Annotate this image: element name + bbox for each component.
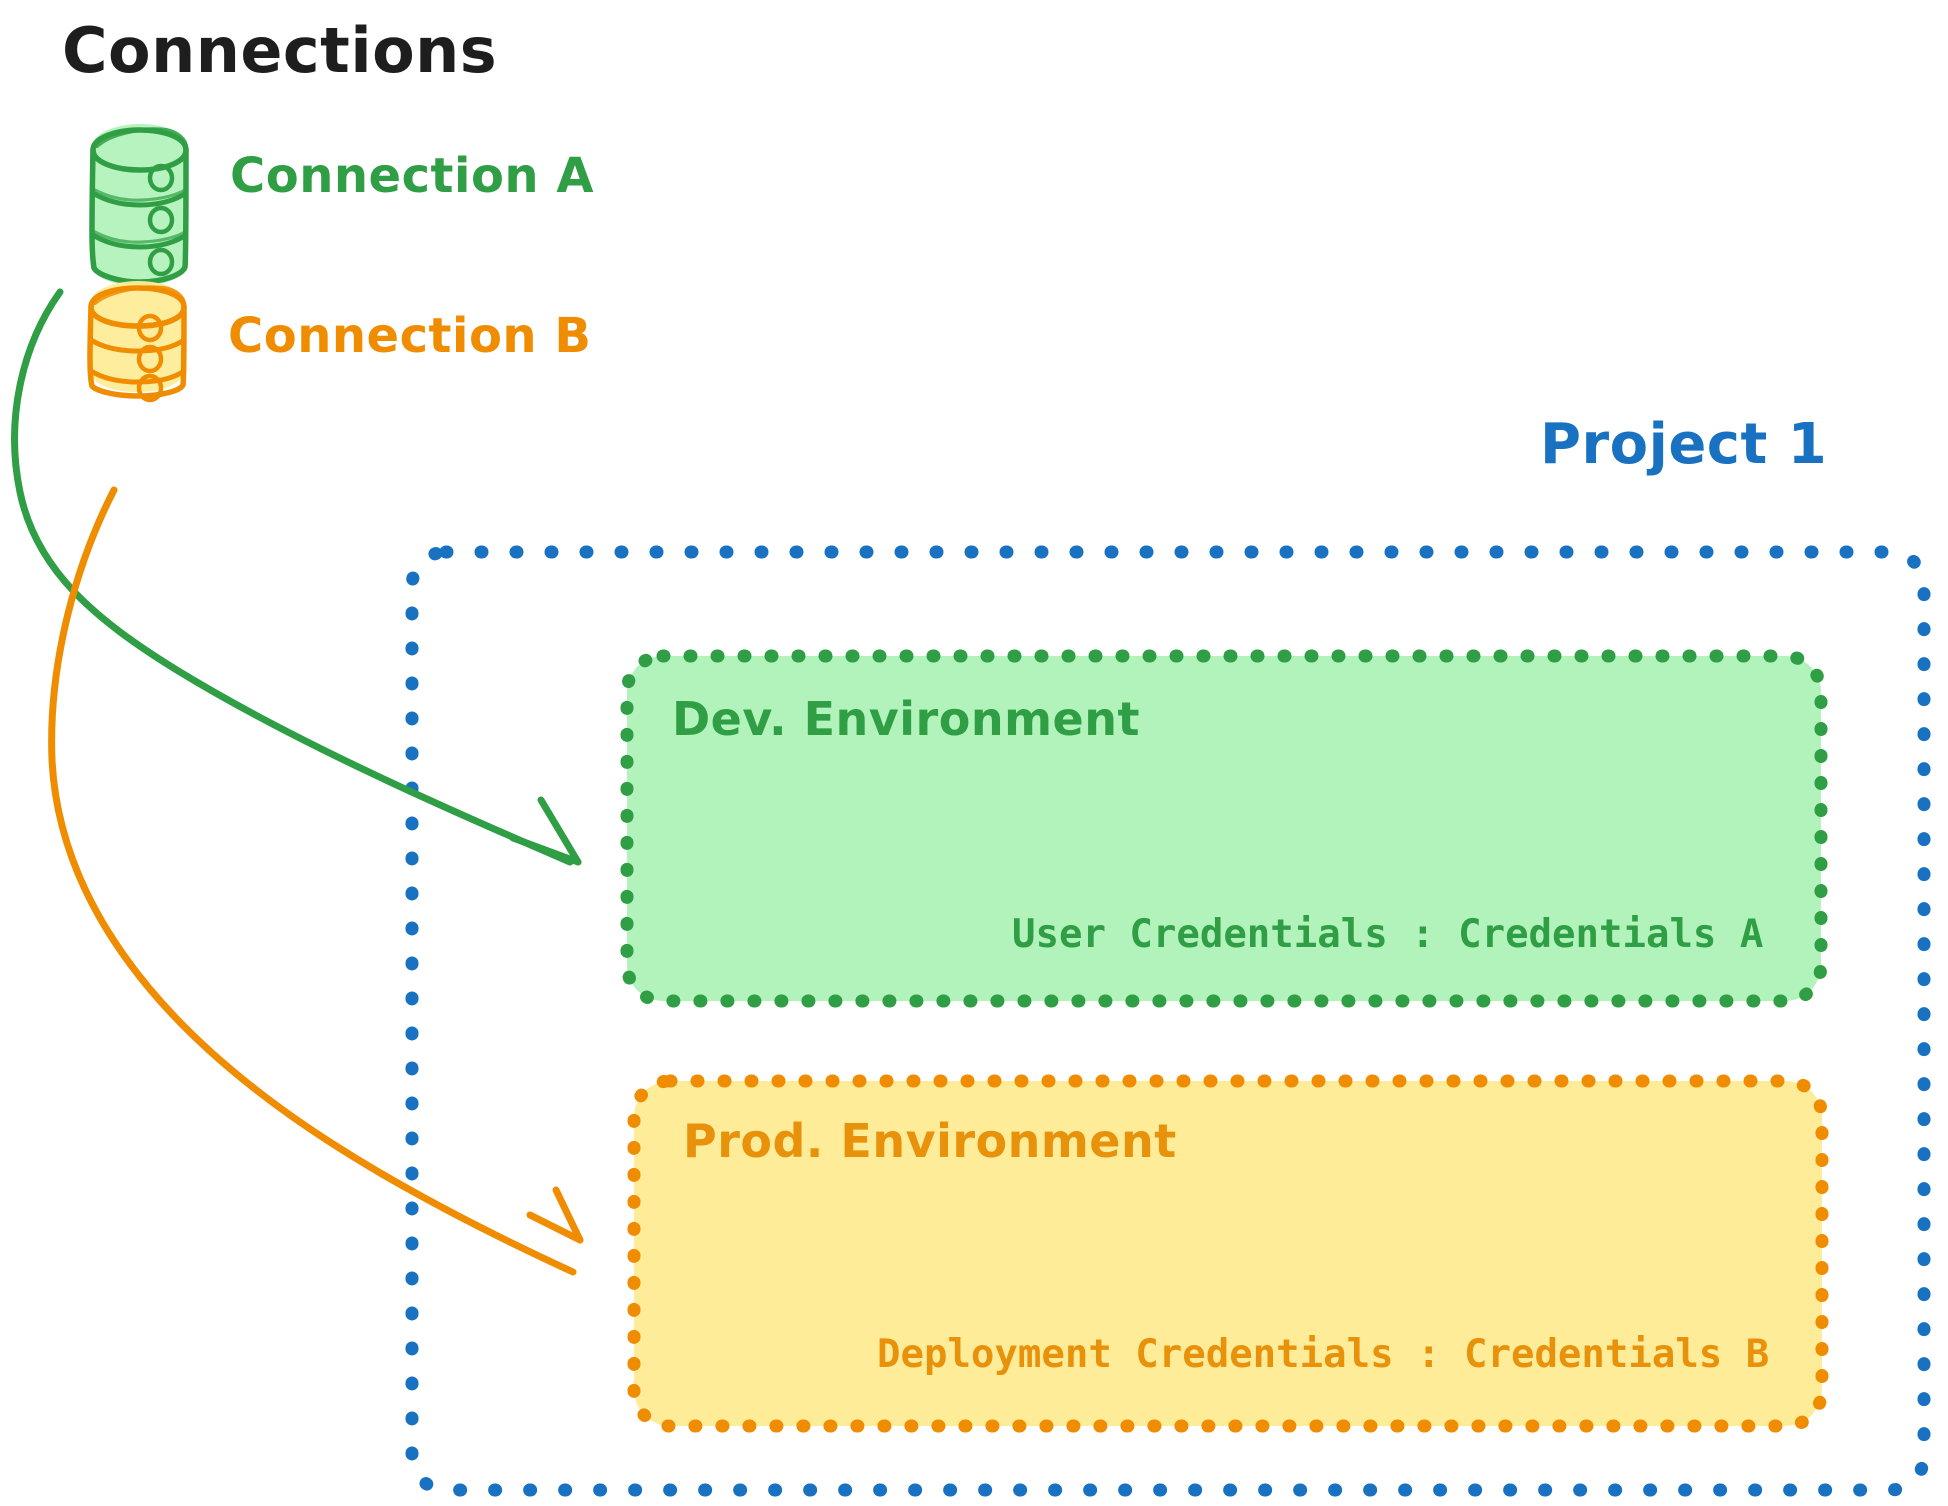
prod-environment-credentials: Deployment Credentials : Credentials B <box>877 1332 1770 1377</box>
project-border <box>405 545 1931 1497</box>
connection-b-label[interactable]: Connection B <box>228 308 592 364</box>
dev-environment-box[interactable] <box>620 649 1828 1008</box>
dev-environment-border <box>620 649 1828 1008</box>
db-a-top <box>90 127 189 173</box>
db-a-body <box>89 147 189 285</box>
prod-environment-box[interactable] <box>627 1074 1829 1433</box>
db-a-divider-1b <box>93 188 187 202</box>
project-title: Project 1 <box>1540 412 1828 477</box>
db-b-top <box>88 285 187 329</box>
db-b-led-1 <box>136 313 164 343</box>
project-container[interactable] <box>405 545 1931 1497</box>
arrow-a-head-lower <box>509 834 582 866</box>
connection-a-label[interactable]: Connection A <box>230 148 594 204</box>
db-b-top-sketch <box>93 285 186 306</box>
db-a-led-1 <box>147 163 175 193</box>
db-b-led-2 <box>136 344 164 374</box>
prod-environment-title: Prod. Environment <box>683 1114 1177 1168</box>
page-title: Connections <box>62 14 498 87</box>
db-a-divider-1 <box>90 190 189 208</box>
db-a-led-3 <box>147 247 175 277</box>
arrow-connection-a-to-dev <box>11 288 582 866</box>
db-a-top-sketch <box>95 127 188 149</box>
arrow-b-head-upper <box>552 1186 584 1244</box>
arrow-b-path <box>48 486 577 1276</box>
dev-environment-credentials: User Credentials : Credentials A <box>1012 912 1764 957</box>
database-icon-connection-b[interactable] <box>87 281 187 403</box>
arrow-a-path <box>11 288 574 866</box>
db-b-divider-1 <box>88 337 187 354</box>
dev-environment-title: Dev. Environment <box>672 692 1140 746</box>
arrow-b-head-lower <box>526 1211 584 1244</box>
db-b-body <box>87 304 187 399</box>
db-b-led-3 <box>136 373 164 403</box>
prod-environment-border <box>627 1074 1829 1433</box>
db-a-divider-2b <box>93 230 187 244</box>
prod-environment-fill <box>634 1081 1822 1426</box>
arrow-a-head-upper <box>537 796 582 866</box>
database-icon-connection-a[interactable] <box>89 124 189 286</box>
arrow-connection-b-to-prod <box>48 486 584 1276</box>
db-a-divider-2 <box>90 232 189 250</box>
db-a-led-2 <box>147 205 175 235</box>
dev-environment-fill <box>627 656 1821 1001</box>
